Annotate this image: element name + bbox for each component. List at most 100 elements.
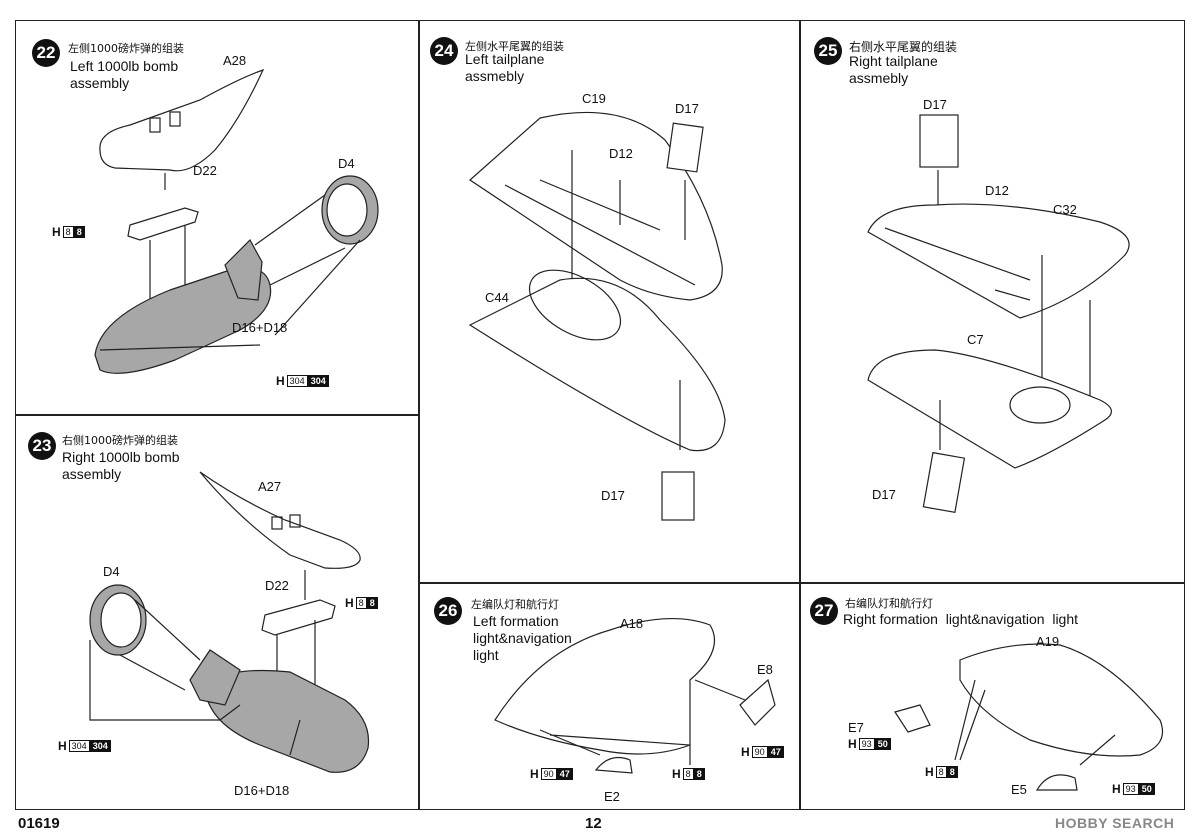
divider-h-left xyxy=(15,414,419,416)
paint-callout-22a: H 8 8 xyxy=(52,225,85,239)
paint-brand: H xyxy=(58,739,67,753)
paint-code-flat: 47 xyxy=(556,768,573,780)
paint-code-gloss: 8 xyxy=(935,766,947,778)
part-label-d4-right: D4 xyxy=(103,564,120,579)
paint-code-flat: 47 xyxy=(767,746,784,758)
step-27-badge: 27 xyxy=(810,597,838,625)
paint-code-gloss: 8 xyxy=(682,768,694,780)
paint-brand: H xyxy=(848,737,857,751)
step-25-badge: 25 xyxy=(814,37,842,65)
paint-callout-26c: H 8 8 xyxy=(672,767,705,781)
part-label-c32: C32 xyxy=(1053,202,1077,217)
paint-code-flat: 8 xyxy=(73,226,85,238)
part-a18-wingtip xyxy=(494,617,716,755)
paint-brand: H xyxy=(52,225,61,239)
step-25-english-title: Right tailplane assmebly xyxy=(849,53,938,86)
paint-code-gloss: 93 xyxy=(858,738,875,750)
part-label-e8: E8 xyxy=(757,662,773,677)
step-26-badge: 26 xyxy=(434,597,462,625)
paint-brand: H xyxy=(1112,782,1121,796)
part-label-d16-d18: D16+D18 xyxy=(232,320,288,335)
step-22-badge: 22 xyxy=(32,39,60,67)
step-24-english-title: Left tailplane assmebly xyxy=(465,51,545,84)
paint-callout-22b: H 304 304 xyxy=(276,374,329,388)
part-label-d4: D4 xyxy=(338,156,355,171)
part-label-a19: A19 xyxy=(1036,634,1060,649)
part-e8-light xyxy=(739,678,776,726)
paint-code-flat: 50 xyxy=(874,738,891,750)
divider-v2 xyxy=(799,20,801,810)
page-number: 12 xyxy=(585,815,602,832)
part-c32-upper-wing xyxy=(867,203,1130,319)
step-27-chinese-title: 右编队灯和航行灯 xyxy=(845,597,933,610)
part-label-d12-right: D12 xyxy=(985,183,1009,198)
part-d17-top-right xyxy=(919,114,959,168)
paint-callout-23a: H 8 8 xyxy=(345,596,378,610)
part-label-c44: C44 xyxy=(485,290,509,305)
paint-code-gloss: 90 xyxy=(540,768,557,780)
part-label-d22-right: D22 xyxy=(265,578,289,593)
bomb-fins-right xyxy=(189,649,241,706)
part-e5-light xyxy=(1035,774,1078,791)
paint-code-gloss: 304 xyxy=(68,740,90,752)
paint-code-flat: 8 xyxy=(693,768,705,780)
part-e2-light xyxy=(594,757,633,774)
product-code: 01619 xyxy=(18,815,60,832)
paint-brand: H xyxy=(741,745,750,759)
paint-brand: H xyxy=(925,765,934,779)
paint-callout-27c: H 93 50 xyxy=(1112,782,1155,796)
part-d22-crutch xyxy=(127,207,199,241)
part-c19-upper-wing xyxy=(469,111,723,301)
part-label-e7: E7 xyxy=(848,720,864,735)
paint-code-gloss: 8 xyxy=(355,597,367,609)
part-d17-bottom xyxy=(661,471,695,521)
part-label-d22: D22 xyxy=(193,163,217,178)
part-label-d17-bottom-right: D17 xyxy=(872,487,896,502)
part-d22-crutch-right xyxy=(261,599,336,636)
part-label-c7: C7 xyxy=(967,332,984,347)
paint-code-flat: 8 xyxy=(946,766,958,778)
step-22-english-title: Left 1000lb bomb assembly xyxy=(70,58,179,91)
bomb-body-right xyxy=(204,669,370,773)
step-23-badge: 23 xyxy=(28,432,56,460)
paint-callout-23b: H 304 304 xyxy=(58,739,111,753)
paint-code-gloss: 8 xyxy=(62,226,74,238)
part-label-e2: E2 xyxy=(604,789,620,804)
bomb-fins-left xyxy=(224,239,263,301)
paint-callout-27a: H 93 50 xyxy=(848,737,891,751)
step-23-chinese-title: 右侧1000磅炸弹的组装 xyxy=(62,434,178,447)
divider-h-right xyxy=(418,582,1185,584)
part-a27-fairing xyxy=(199,471,361,569)
part-e7-light xyxy=(894,704,931,733)
paint-code-gloss: 93 xyxy=(1122,783,1139,795)
paint-code-flat: 304 xyxy=(89,740,111,752)
step-24-badge: 24 xyxy=(430,37,458,65)
part-label-e5: E5 xyxy=(1011,782,1027,797)
paint-code-flat: 304 xyxy=(307,375,329,387)
part-a28-fairing xyxy=(99,68,265,172)
paint-brand: H xyxy=(530,767,539,781)
paint-callout-27b: H 8 8 xyxy=(925,765,958,779)
step-27-english-title: Right formation light&navigation light xyxy=(843,611,1079,627)
watermark-brand: HOBBY SEARCH xyxy=(1055,815,1175,831)
step-25-chinese-title: 右侧水平尾翼的组装 xyxy=(849,40,958,54)
paint-code-flat: 8 xyxy=(366,597,378,609)
part-d17-bottom-right xyxy=(922,451,966,514)
part-label-d16-d18-right: D16+D18 xyxy=(234,783,290,798)
part-label-a27: A27 xyxy=(258,479,282,494)
paint-code-flat: 50 xyxy=(1138,783,1155,795)
part-d17-top xyxy=(666,122,704,173)
part-label-c19: C19 xyxy=(582,91,606,106)
step-22-chinese-title: 左侧1000磅炸弹的组装 xyxy=(68,42,184,55)
paint-brand: H xyxy=(672,767,681,781)
paint-brand: H xyxy=(345,596,354,610)
paint-code-gloss: 304 xyxy=(286,375,308,387)
part-c7-lower-wing xyxy=(867,349,1112,469)
part-label-d12: D12 xyxy=(609,146,633,161)
part-label-a28: A28 xyxy=(223,53,247,68)
step-23-english-title: Right 1000lb bomb assembly xyxy=(62,449,180,482)
part-a19-wingtip xyxy=(959,643,1164,757)
step-26-chinese-title: 左编队灯和航行灯 xyxy=(471,598,559,611)
part-c44-lower-wing xyxy=(468,277,726,452)
paint-brand: H xyxy=(276,374,285,388)
